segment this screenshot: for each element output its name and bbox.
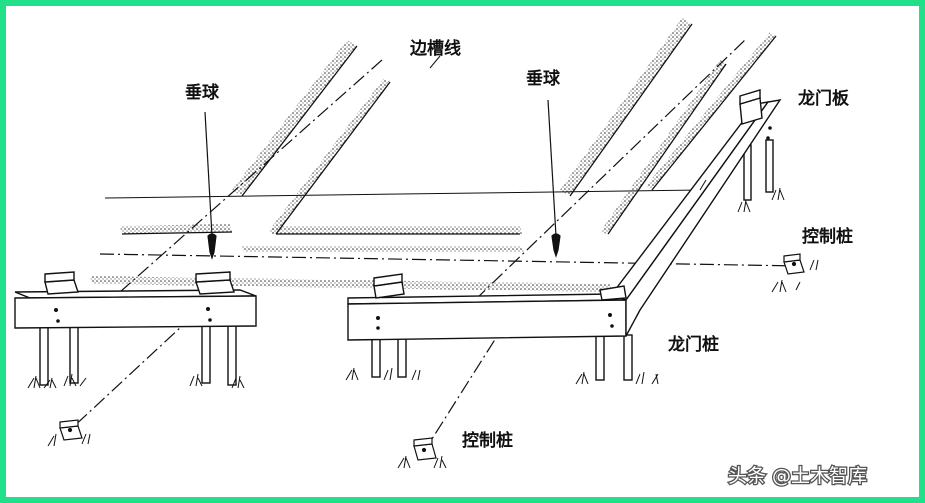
- grass-tufts: [27, 187, 819, 469]
- label-control-stake-bottom: 控制桩: [462, 430, 513, 451]
- control-stake-right: [783, 253, 805, 275]
- label-batter-post: 龙门桩: [667, 334, 719, 355]
- label-plumb-bob-left: 垂球: [185, 83, 220, 103]
- trench-lines: [121, 23, 777, 235]
- right-batter-board: [347, 89, 782, 381]
- control-stake-left: [59, 419, 83, 441]
- left-batter-board: [14, 271, 257, 386]
- string-line: [104, 189, 701, 199]
- leader-lines: [429, 55, 707, 191]
- plumb-bob-left: [204, 111, 217, 260]
- axis-lines: [69, 39, 801, 451]
- right-board-nails: [376, 126, 772, 330]
- label-batter-board: 龙门板: [797, 88, 850, 109]
- label-plumb-bob-right: 垂球: [526, 69, 561, 89]
- label-control-stake-right: 控制桩: [802, 226, 853, 247]
- trench-stipple: [90, 18, 776, 292]
- label-trench-line: 边槽线: [409, 38, 461, 59]
- left-board-nails: [54, 307, 212, 323]
- plumb-bob-right: [547, 99, 561, 258]
- control-stake-bottom: [413, 437, 437, 461]
- watermark-text: 头条 @土木智库: [728, 465, 867, 487]
